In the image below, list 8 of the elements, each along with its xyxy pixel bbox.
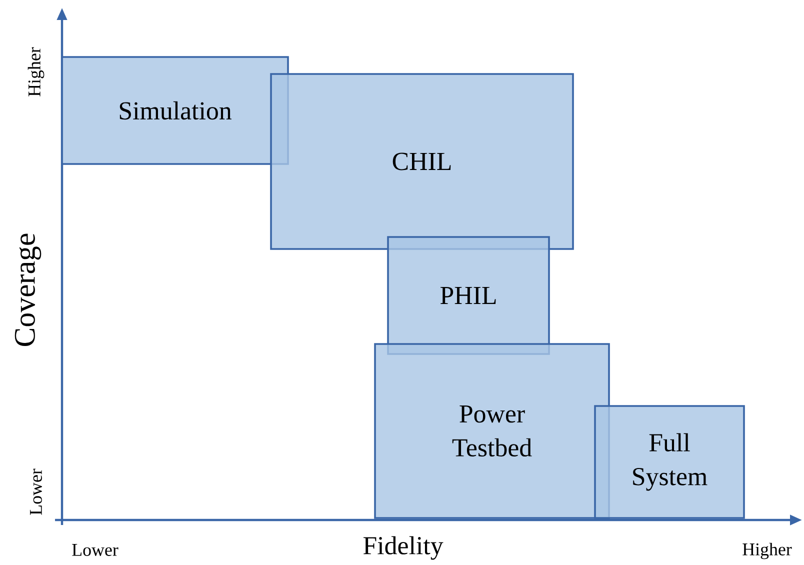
axis-label: Lower (30, 468, 42, 515)
axis-label: Higher (28, 47, 44, 96)
axis-label: Lower (72, 544, 118, 556)
range-box: PHIL (387, 236, 550, 355)
axis-title: Coverage (14, 234, 42, 346)
axis-label: Higher (742, 542, 792, 560)
range-box: Simulation (61, 56, 289, 165)
range-box: Full System (594, 405, 745, 519)
